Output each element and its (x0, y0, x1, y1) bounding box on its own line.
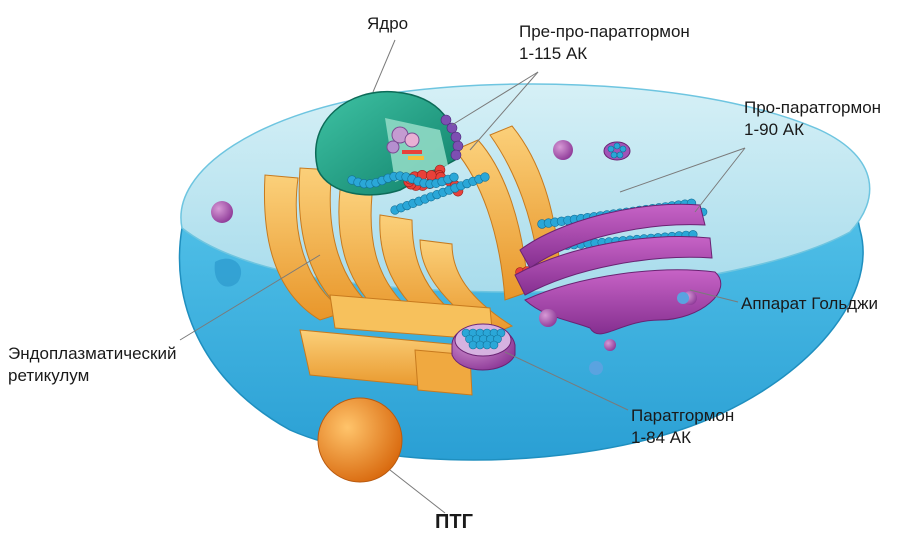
bead (453, 141, 463, 151)
label-prohormone: Про-паратгормон 1-90 АК (744, 97, 881, 141)
label-ptg: ПТГ (435, 511, 473, 533)
label-hormone: Паратгормон 1-84 АК (631, 405, 734, 449)
bead (450, 173, 459, 182)
bead (614, 143, 620, 149)
bead (611, 152, 617, 158)
label-nucleus: Ядро (367, 13, 408, 35)
bead (608, 146, 614, 152)
bead (451, 132, 461, 142)
vesicle (677, 292, 689, 304)
bead (426, 170, 436, 180)
vesicle (553, 140, 573, 160)
bead (451, 150, 461, 160)
bead (481, 173, 490, 182)
bead (490, 341, 498, 349)
leader-nucleus (373, 40, 395, 92)
vesicle (589, 361, 603, 375)
label-preprohormone: Пре-про-паратгормон 1-115 АК (519, 21, 690, 65)
secreted-ptg-granule (318, 398, 402, 482)
label-golgi: Аппарат Гольджи (741, 293, 878, 315)
leader-ptg (390, 470, 445, 513)
bead (620, 146, 626, 152)
vesicle (211, 201, 233, 223)
label-er: Эндоплазматический ретикулум (8, 343, 176, 387)
bead (617, 152, 623, 158)
